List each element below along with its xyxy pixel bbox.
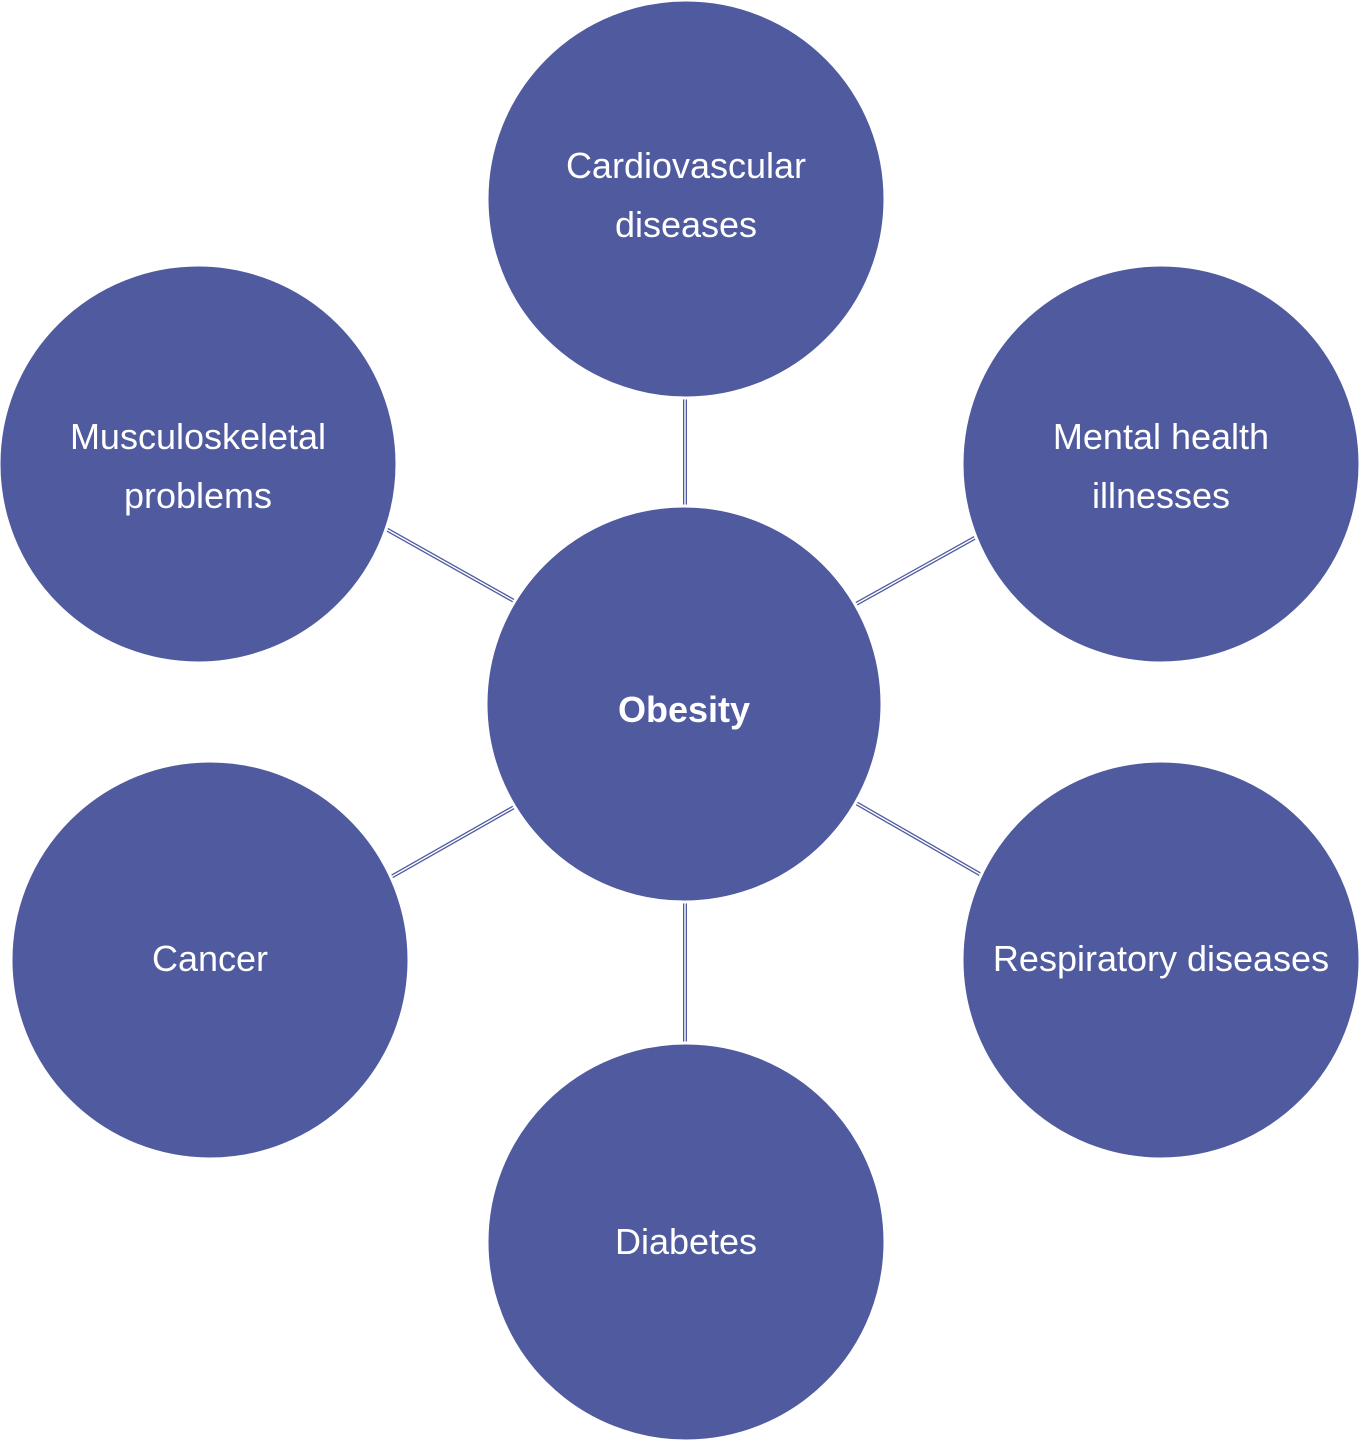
node-label-musculoskeletal: Musculoskeletal problems	[69, 416, 327, 516]
node-circle-respiratory	[960, 759, 1361, 1161]
node-label-cardiovascular: Cardiovascular diseases	[565, 145, 807, 245]
node-label-diabetes: Diabetes	[614, 1220, 758, 1262]
node-label-respiratory: Respiratory diseases	[992, 937, 1330, 979]
center-circle-obesity	[484, 504, 884, 904]
node-label-mental-health: Mental health illnesses	[1052, 416, 1270, 516]
node-circle-cardiovascular	[485, 0, 887, 400]
node-circle-diabetes	[485, 1041, 887, 1441]
center-label-obesity: Obesity	[617, 688, 751, 730]
connector-mental-health	[855, 534, 979, 606]
node-circle-mental-health	[960, 263, 1361, 665]
connectors	[385, 395, 984, 1045]
connector-musculoskeletal	[385, 527, 515, 603]
node-circle-musculoskeletal	[0, 263, 399, 665]
connector-respiratory	[855, 801, 984, 878]
node-circle-cancer	[9, 759, 411, 1161]
node-label-cancer: Cancer	[151, 937, 269, 979]
connector-cancer	[390, 804, 517, 879]
